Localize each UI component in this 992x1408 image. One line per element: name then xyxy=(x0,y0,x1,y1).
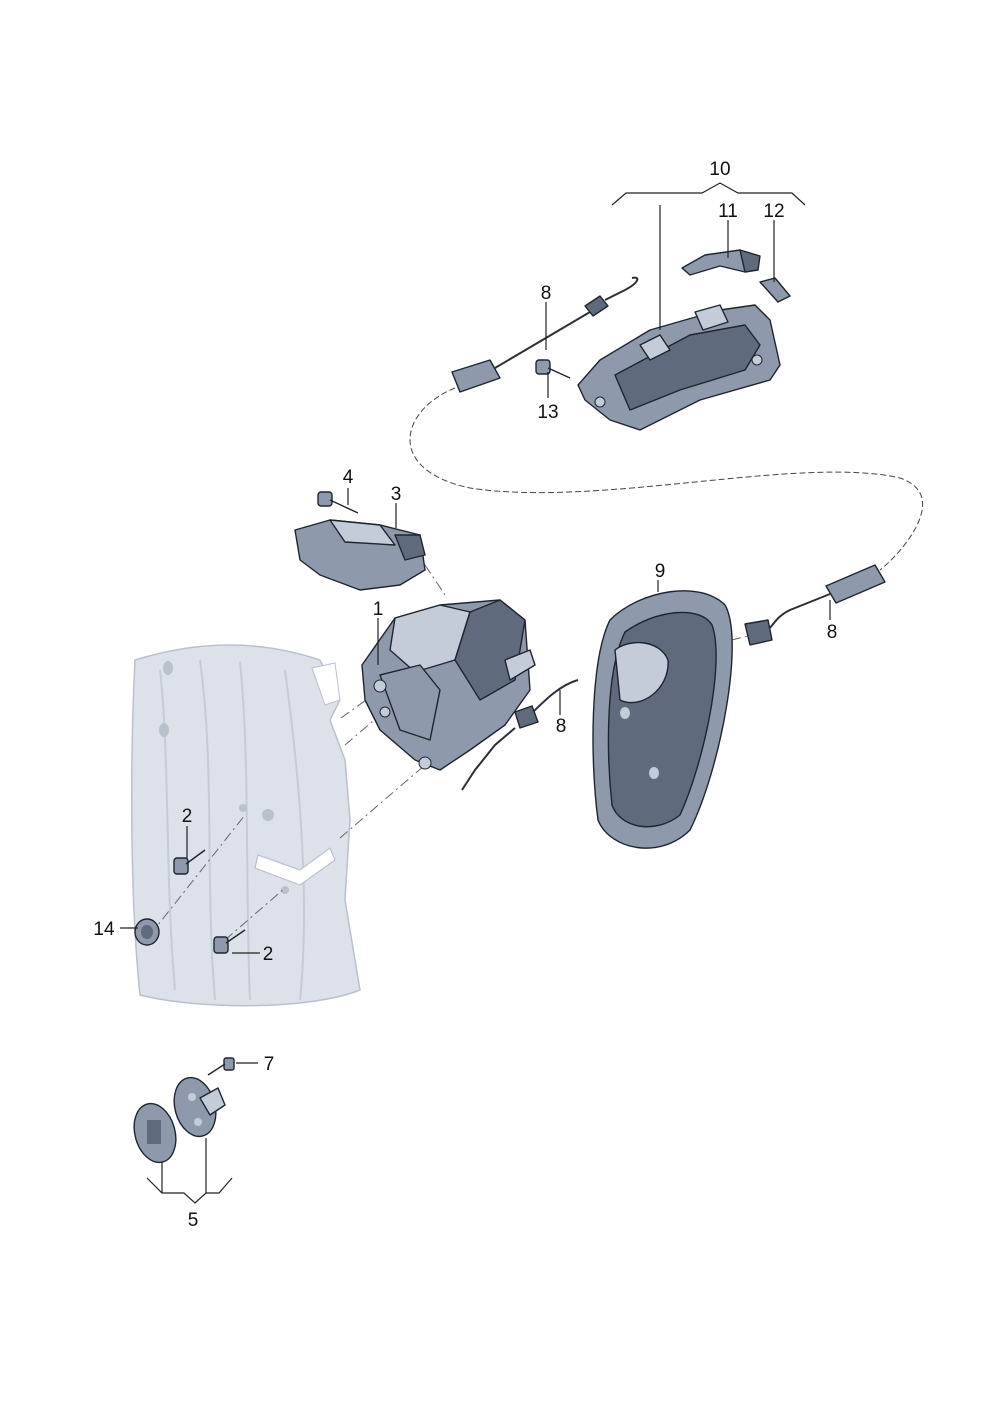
callout-9: 9 xyxy=(655,561,666,582)
handle-trim-icon xyxy=(592,590,733,849)
callout-12: 12 xyxy=(763,201,784,222)
bowden-cable-icon xyxy=(744,564,886,646)
callout-labels: 10 11 12 8 13 4 3 1 9 8 8 2 2 14 7 5 xyxy=(93,159,837,1231)
callout-1: 1 xyxy=(373,599,384,620)
callout-14: 14 xyxy=(93,919,115,940)
screw-icon xyxy=(207,1057,235,1076)
screw-icon xyxy=(213,929,246,954)
callout-4: 4 xyxy=(343,467,354,488)
leader-lines xyxy=(120,182,831,1204)
callout-7: 7 xyxy=(264,1054,275,1075)
door-lock-actuator-icon xyxy=(361,599,536,771)
callout-10: 10 xyxy=(709,159,730,180)
striker-plate-icon xyxy=(133,1076,226,1164)
interior-handle-assembly-icon xyxy=(577,304,781,431)
callout-2-top: 2 xyxy=(182,806,193,827)
screw-icon xyxy=(317,491,359,514)
callout-8-middle: 8 xyxy=(556,716,567,737)
callout-2-bottom: 2 xyxy=(263,944,274,965)
plug-icon xyxy=(134,918,160,946)
bolt-icon xyxy=(535,359,571,379)
callout-8-right: 8 xyxy=(827,622,838,643)
clip-icon xyxy=(759,277,791,303)
bowden-cable-icon xyxy=(451,276,639,393)
bowden-cable-icon xyxy=(461,679,579,791)
handle-lever-icon xyxy=(681,249,761,276)
door-panel xyxy=(130,644,361,1007)
screw-icon xyxy=(173,849,206,875)
lock-cover-icon xyxy=(294,519,426,591)
callout-8-top: 8 xyxy=(541,283,552,304)
callout-13: 13 xyxy=(537,402,558,423)
callout-5: 5 xyxy=(188,1210,199,1231)
callout-3: 3 xyxy=(391,484,402,505)
callout-11: 11 xyxy=(718,201,738,222)
